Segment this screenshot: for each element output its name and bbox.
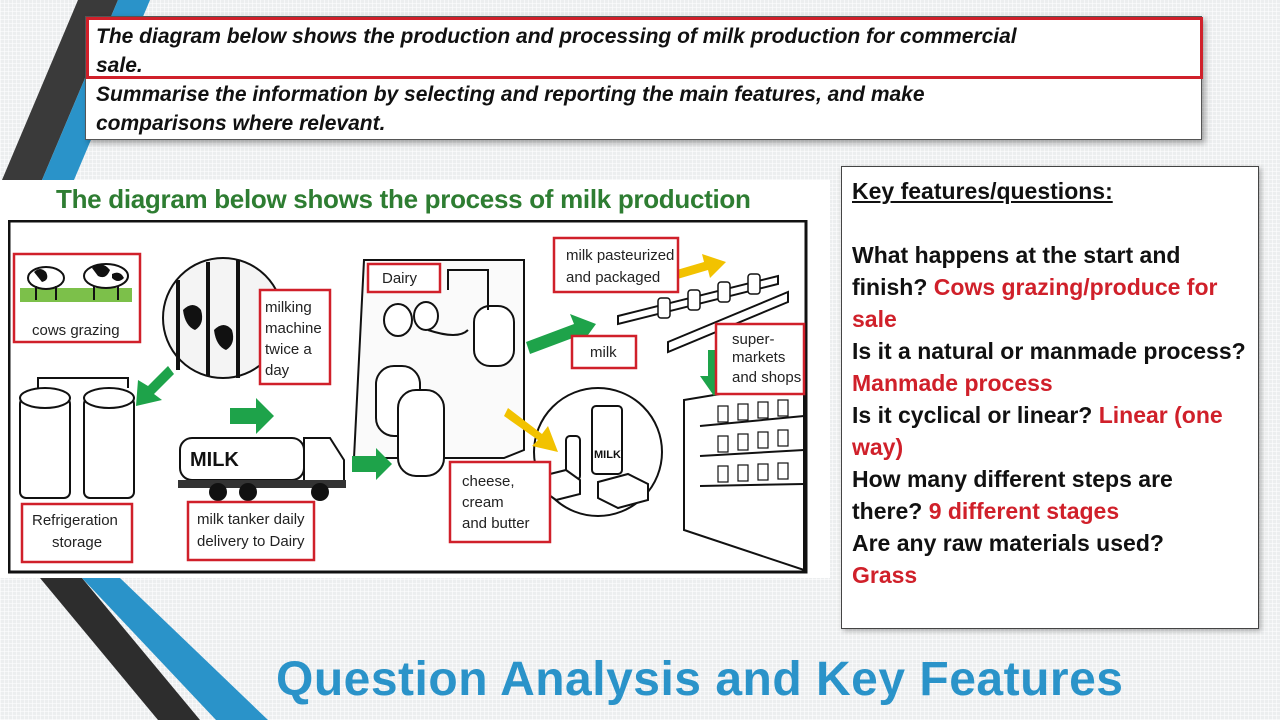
- label-cheese-2: cream: [462, 494, 504, 511]
- arrow-to-dairy: [352, 448, 392, 480]
- label-super-1: super-: [732, 331, 775, 348]
- label-tanker-2: delivery to Dairy: [197, 533, 305, 550]
- key-features-heading: Key features/questions:: [852, 178, 1113, 204]
- label-box-tanker: [186, 500, 316, 562]
- label-box-supermarkets: [714, 322, 806, 396]
- diagram-labels: cows grazing milking machine twice a day…: [12, 236, 806, 564]
- flow-arrows: [136, 254, 728, 480]
- task-highlight-frame: [86, 17, 1203, 79]
- label-cheese-3: and butter: [462, 515, 530, 532]
- slide-title: Question Analysis and Key Features: [276, 653, 1124, 706]
- label-milking-2: machine: [265, 320, 322, 337]
- milk-process-diagram: MILK MILK: [8, 220, 808, 574]
- label-box-refrigeration: [20, 502, 134, 564]
- label-pasteurized-2: and packaged: [566, 269, 660, 286]
- refrigeration-tanks: [19, 377, 135, 499]
- answer-5: Grass: [852, 562, 918, 588]
- label-box-dairy: [366, 262, 442, 294]
- question-2: Is it a natural or manmade process?: [852, 338, 1246, 364]
- answer-2: Manmade process: [852, 370, 1053, 396]
- label-tanker-1: milk tanker daily: [197, 511, 305, 528]
- question-1: What happens at the start and finish?: [852, 242, 1181, 300]
- arrow-to-refrigeration: [136, 366, 174, 406]
- label-refrigeration-2: storage: [52, 534, 102, 551]
- key-features-box: Key features/questions: What happens at …: [841, 166, 1259, 629]
- label-milking-1: milking: [265, 299, 312, 316]
- label-cheese-1: cheese,: [462, 473, 515, 490]
- label-pasteurized-1: milk pasteurized: [566, 247, 674, 264]
- task-line-4: comparisons where relevant.: [96, 112, 386, 135]
- dairy-products-illustration: MILK: [533, 387, 663, 517]
- arrow-to-tanker: [230, 398, 274, 434]
- question-5: Are any raw materials used?: [852, 530, 1164, 556]
- label-box-cows: [12, 252, 142, 344]
- truck-milk-text: MILK: [190, 449, 239, 471]
- answer-4: 9 different stages: [928, 498, 1120, 524]
- carton-milk-text: MILK: [594, 449, 621, 461]
- label-milking-4: day: [265, 362, 290, 379]
- label-box-pasteurized: [552, 236, 680, 294]
- label-super-3: and shops: [732, 369, 801, 386]
- question-4: How many different steps are there?: [852, 466, 1173, 524]
- cows-illustration: [20, 263, 132, 302]
- arrow-to-packaging: [670, 254, 726, 280]
- task-line-3: Summarise the information by selecting a…: [96, 83, 925, 106]
- task-line-2: sale.: [96, 54, 143, 77]
- label-box-milk: [570, 334, 638, 370]
- label-milking-3: twice a: [265, 341, 312, 358]
- arrow-to-milk: [526, 314, 596, 354]
- label-dairy: Dairy: [382, 270, 418, 287]
- dairy-plant-illustration: [352, 259, 525, 477]
- diagram-title: The diagram below shows the process of m…: [56, 184, 751, 214]
- label-super-2: markets: [732, 349, 785, 366]
- label-refrigeration-1: Refrigeration: [32, 512, 118, 529]
- label-box-cheese: [448, 460, 552, 544]
- task-line-1: The diagram below shows the production a…: [96, 25, 1017, 48]
- question-3: Is it cyclical or linear?: [852, 402, 1093, 428]
- arrow-to-products: [504, 408, 558, 452]
- answer-1: Cows grazing/produce for sale: [852, 274, 1218, 332]
- milk-tanker-truck: MILK: [178, 437, 346, 501]
- label-box-milking: [258, 288, 332, 386]
- conveyor-bottles: [617, 273, 789, 354]
- label-cows-grazing: cows grazing: [32, 322, 120, 339]
- label-milk: milk: [590, 344, 617, 361]
- task-prompt-box: The diagram below shows the production a…: [85, 16, 1203, 140]
- answer-3: Linear (one way): [852, 402, 1223, 460]
- supermarket-shelves: [683, 378, 805, 572]
